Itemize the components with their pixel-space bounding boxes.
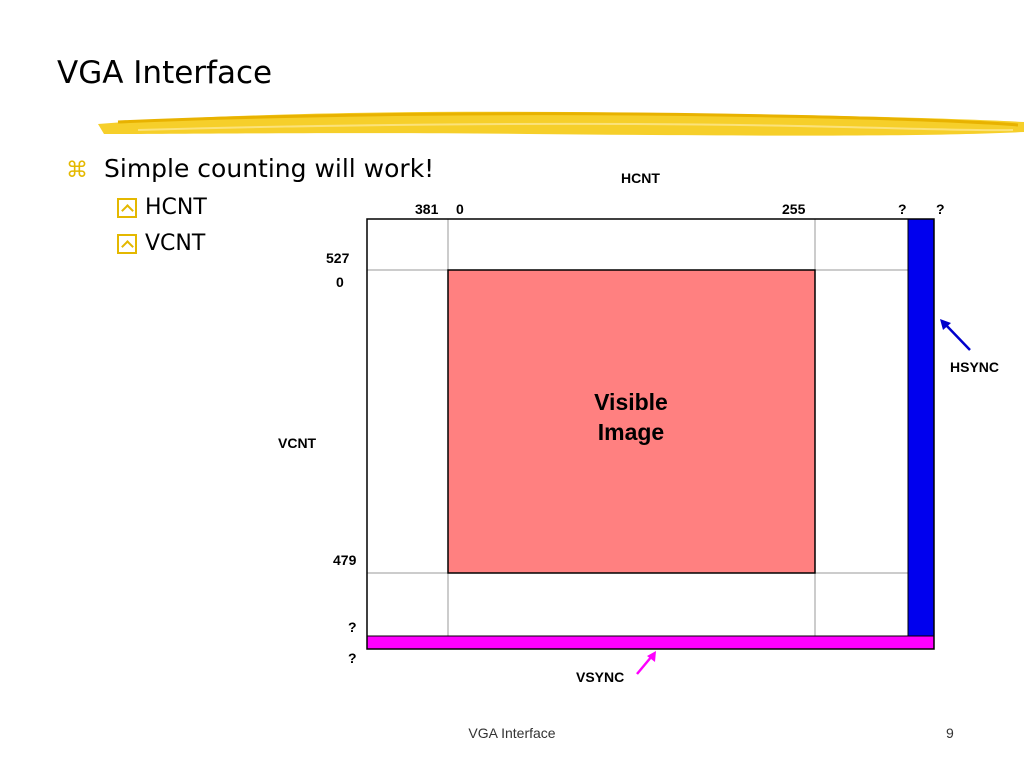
h-tick-label: ?: [936, 201, 945, 217]
vcnt-axis-label: VCNT: [278, 435, 317, 451]
sub-bullet-hcnt: HCNT: [117, 195, 207, 220]
visible-image-label-line1: Visible: [594, 389, 668, 415]
hcnt-axis-label: HCNT: [621, 170, 660, 186]
footer-title: VGA Interface: [468, 725, 556, 741]
vsync-label: VSYNC: [576, 669, 624, 685]
frame-border: [366, 218, 935, 650]
sub-bullet-text: HCNT: [145, 195, 207, 220]
vsync-arrow: [636, 655, 653, 675]
visible-image-label-line2: Image: [598, 419, 664, 445]
v-tick-label: ?: [348, 619, 357, 635]
checkbox-chevron-icon: [117, 233, 137, 254]
hsync-label: HSYNC: [950, 359, 999, 375]
v-tick-label: 479: [333, 552, 357, 568]
h-tick-label: 381: [415, 201, 439, 217]
hsync-arrow: [944, 323, 971, 351]
h-tick-label: ?: [898, 201, 907, 217]
bullet-text: Simple counting will work!: [104, 154, 435, 183]
h-tick-label: 0: [456, 201, 464, 217]
hsync-arrowhead-icon: [940, 319, 951, 330]
v-tick-label: ?: [348, 650, 357, 666]
slide-title: VGA Interface: [57, 55, 273, 91]
v-tick-label: 0: [336, 274, 344, 290]
bullet-item: ⌘ Simple counting will work!: [66, 154, 434, 183]
h-tick-label: 255: [782, 201, 806, 217]
command-icon: ⌘: [66, 158, 88, 183]
title-underline-brushstroke: [98, 111, 1024, 136]
v-tick-label: 527: [326, 250, 350, 266]
checkbox-chevron-icon: [117, 197, 137, 218]
vsync-arrowhead-icon: [647, 651, 656, 662]
sub-bullet-vcnt: VCNT: [117, 231, 205, 256]
page-number: 9: [946, 725, 954, 741]
hsync-bar: [907, 218, 935, 637]
vsync-bar: [366, 635, 935, 650]
sub-bullet-text: VCNT: [145, 231, 206, 256]
visible-image-region: [447, 269, 816, 574]
